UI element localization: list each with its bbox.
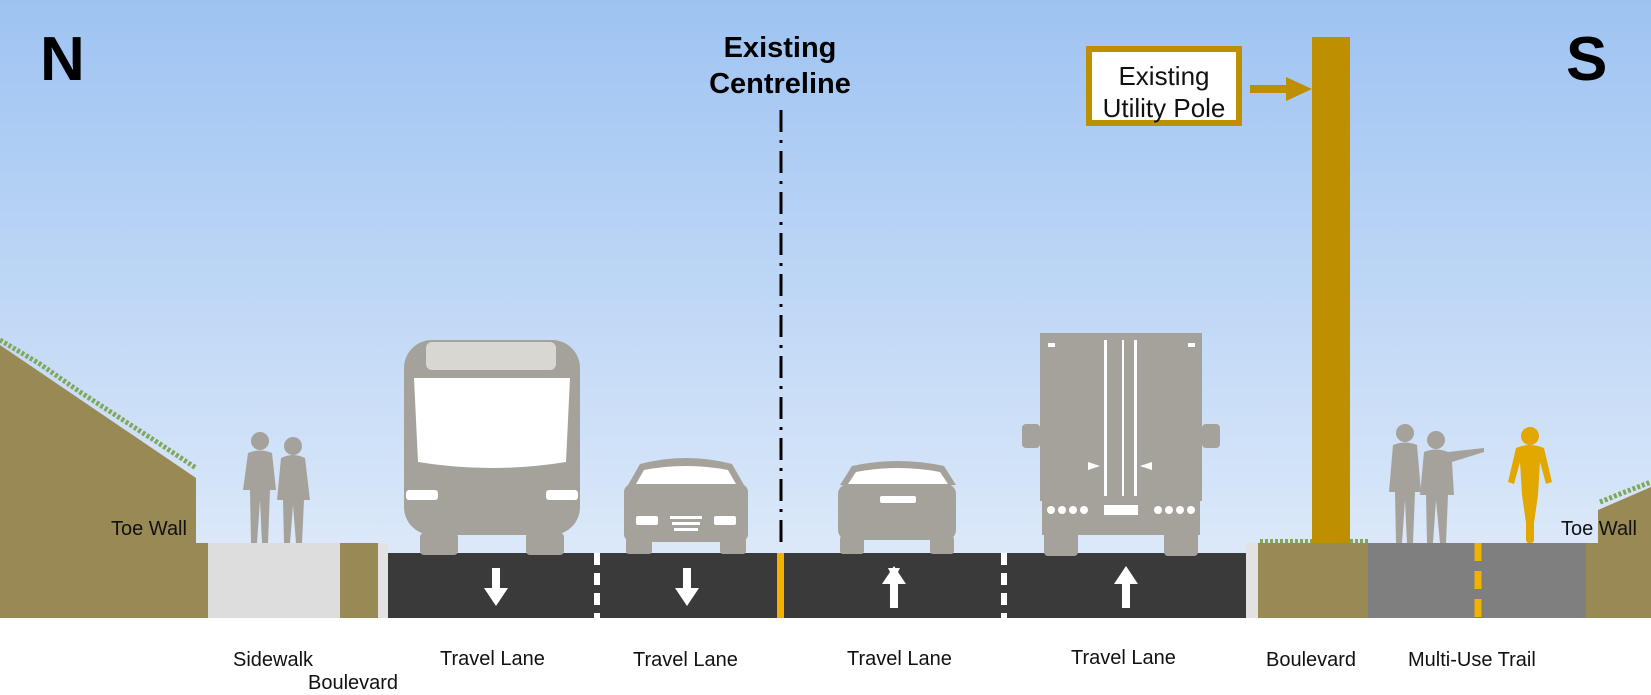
travel-lane-1-label: Travel Lane xyxy=(440,648,545,670)
compass-south: S xyxy=(1566,25,1608,94)
bus-icon xyxy=(404,340,580,555)
south-curb xyxy=(1246,543,1258,618)
truck-icon xyxy=(1022,333,1220,556)
toe-wall-left-label: Toe Wall xyxy=(111,518,187,540)
travel-lane-4-label: Travel Lane xyxy=(1071,647,1176,669)
toe-wall-right-label: Toe Wall xyxy=(1561,518,1637,540)
south-embankment xyxy=(1586,487,1651,618)
compass-north: N xyxy=(40,25,85,94)
utility-pole-line1: Existing xyxy=(1118,61,1210,91)
sidewalk-surface xyxy=(208,543,340,618)
pedestrians-icon xyxy=(243,432,310,543)
centreline-title-line1: Existing xyxy=(723,32,837,64)
travel-lane-2-label: Travel Lane xyxy=(633,649,738,671)
utility-pole-line2: Utility Pole xyxy=(1102,93,1226,123)
ground-white xyxy=(0,618,1651,695)
boulevard-south-label: Boulevard xyxy=(1266,649,1357,671)
pole-arrow-icon xyxy=(1250,77,1312,101)
north-embankment xyxy=(0,345,208,618)
utility-pole-callout: Existing Utility Pole xyxy=(1086,46,1242,126)
up-arrow-icon xyxy=(1114,566,1138,608)
sidewalk-label: Sidewalk xyxy=(233,649,314,671)
travel-lane-3-label: Travel Lane xyxy=(847,648,952,670)
utility-pole xyxy=(1312,37,1350,543)
car-rear-icon xyxy=(838,461,956,554)
centre-stripe xyxy=(777,553,784,618)
centreline-title-line2: Centreline xyxy=(709,68,851,100)
boulevard-north-label: Boulevard xyxy=(308,672,399,694)
trail-pedestrians-icon xyxy=(1389,424,1484,543)
up-arrow-icon xyxy=(882,566,906,608)
multi-use-trail-label: Multi-Use Trail xyxy=(1408,649,1536,671)
north-curb xyxy=(378,543,388,618)
down-arrow-icon xyxy=(675,568,699,606)
car-front-icon xyxy=(624,458,748,554)
roadway-asphalt xyxy=(388,553,1246,618)
centreline-title: Existing Centreline xyxy=(680,30,880,102)
down-arrow-icon xyxy=(484,568,508,606)
south-grass xyxy=(1599,479,1651,505)
north-boulevard-surface xyxy=(340,543,378,618)
sky xyxy=(0,0,1651,618)
south-boulevard-surface xyxy=(1258,543,1368,618)
cyclist-icon xyxy=(1508,427,1552,543)
